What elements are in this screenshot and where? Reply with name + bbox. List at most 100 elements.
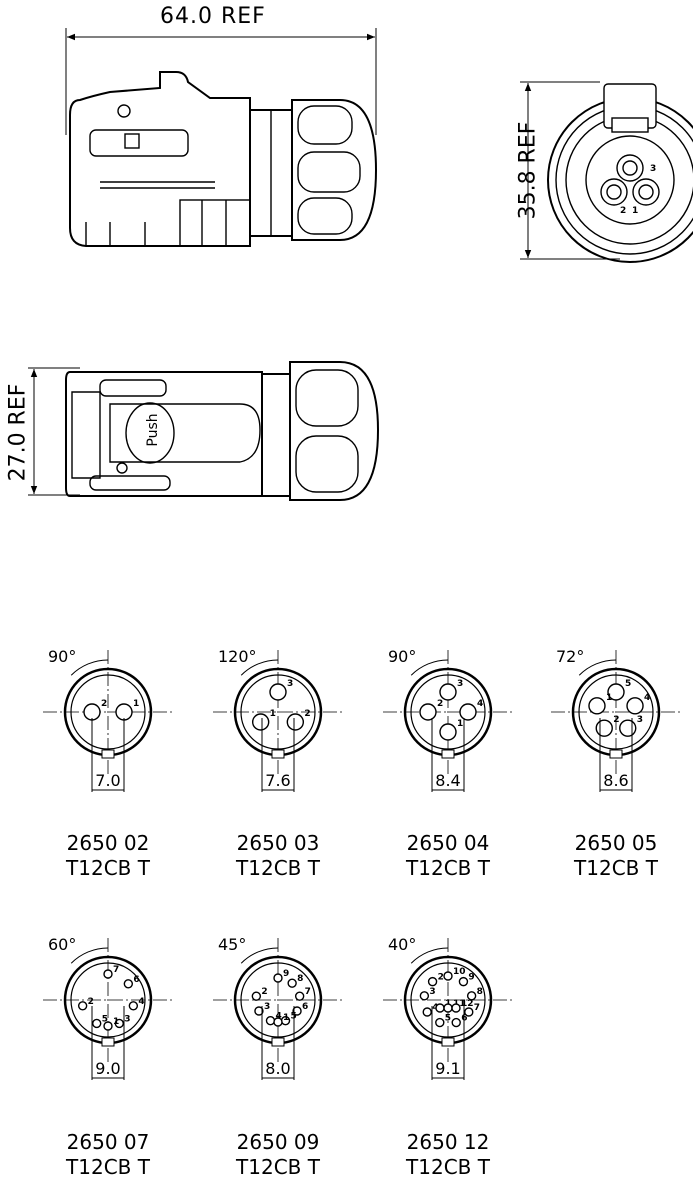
- pin-number: 1: [457, 719, 463, 729]
- pin-number: 2: [261, 987, 267, 997]
- length-dimension-label: 64.0 REF: [160, 4, 266, 29]
- pin-number: 3: [429, 987, 435, 997]
- angle-arc: [70, 947, 109, 964]
- pin-contact: [103, 969, 113, 979]
- pin-contact: [422, 1007, 432, 1017]
- pin-number: 3: [457, 679, 463, 689]
- pin-contact: [103, 1021, 113, 1031]
- top-view: [65, 28, 378, 247]
- pin-number: 3: [287, 679, 293, 689]
- part-number: 2650 12: [406, 1130, 490, 1154]
- pin-number: 2: [304, 709, 310, 719]
- pin-contact: [269, 683, 287, 701]
- angle-label: 45°: [218, 935, 246, 954]
- pitch-label: 8.4: [435, 771, 460, 790]
- pin-number: 7: [113, 965, 119, 975]
- part-code: T12CB T: [66, 1155, 150, 1179]
- part-number: 2650 04: [406, 831, 490, 855]
- part-code: T12CB T: [66, 856, 150, 880]
- angle-arc: [240, 947, 279, 964]
- angle-arc: [410, 659, 449, 676]
- end-view-pin-2: 2: [620, 206, 627, 216]
- variant-caption: 2650 03 T12CB T: [208, 831, 348, 881]
- end-view: [520, 81, 693, 263]
- pin-contact: [254, 1006, 264, 1016]
- angle-label: 90°: [388, 647, 416, 666]
- pin-contact: [443, 1003, 453, 1013]
- pin-contact: [451, 1017, 461, 1028]
- pin-number: 4: [644, 693, 650, 703]
- angle-arc: [410, 947, 449, 964]
- part-code: T12CB T: [236, 1155, 320, 1179]
- pin-number: 5: [102, 1014, 108, 1024]
- part-number: 2650 05: [574, 831, 658, 855]
- angle-label: 120°: [218, 647, 257, 666]
- connector-face: 10987654321111240°9.1: [383, 935, 513, 1080]
- pin-number: 7: [305, 987, 311, 997]
- angle-label: 60°: [48, 935, 76, 954]
- pin-contact: [464, 1007, 474, 1017]
- pin-number: 2: [613, 715, 619, 725]
- part-number: 2650 09: [236, 1130, 320, 1154]
- pin-number: 2: [438, 973, 444, 983]
- pin-contact: [251, 713, 270, 731]
- pin-contact: [595, 719, 613, 737]
- pin-number: 9: [468, 973, 474, 983]
- pin-number: 1: [133, 699, 139, 709]
- pin-contact: [458, 976, 469, 987]
- pitch-label: 7.6: [265, 771, 290, 790]
- push-label: Push: [145, 413, 161, 447]
- height-dimension-label: 27.0 REF: [5, 383, 31, 482]
- pin-number: 3: [637, 715, 643, 725]
- angle-arc: [70, 659, 109, 676]
- pin-contact: [115, 703, 133, 721]
- pin-number: 1: [606, 693, 612, 703]
- pin-contact: [77, 1001, 88, 1011]
- pin-number: 4: [477, 699, 483, 709]
- pin-contact: [419, 703, 437, 721]
- variant-caption: 2650 05 T12CB T: [546, 831, 686, 881]
- variant-caption: 2650 04 T12CB T: [378, 831, 518, 881]
- pin-contact: [435, 1017, 445, 1028]
- pin-contact: [439, 723, 457, 741]
- pin-number: 4: [275, 1012, 281, 1022]
- side-view: [28, 361, 380, 501]
- pin-contact: [292, 1006, 302, 1016]
- pin-number: 10: [453, 967, 466, 977]
- angle-arc: [578, 659, 617, 676]
- pin-contact: [435, 1003, 445, 1013]
- pin-contact: [439, 683, 457, 701]
- pin-contact: [92, 1018, 102, 1029]
- end-view-pin-3: 3: [650, 164, 657, 174]
- pin-number: 6: [302, 1002, 308, 1012]
- pin-contact: [265, 1015, 276, 1026]
- diameter-dimension-label: 35.8 REF: [515, 121, 541, 220]
- pin-number: 8: [477, 987, 483, 997]
- pin-number: 1: [270, 709, 276, 719]
- pin-contact: [451, 1003, 461, 1013]
- pin-contact: [419, 991, 430, 1001]
- pin-contact: [286, 713, 305, 731]
- connector-face: 3 2 1 120° 7.6: [213, 647, 343, 792]
- pin-number: 5: [445, 1014, 451, 1024]
- pin-number: 5: [625, 679, 631, 689]
- pin-contact: [251, 991, 262, 1001]
- variant-caption: 2650 09 T12CB T: [208, 1130, 348, 1180]
- pin-number: 3: [124, 1014, 130, 1024]
- pin-contact: [626, 697, 644, 715]
- pitch-label: 8.6: [603, 771, 628, 790]
- pin-contact: [287, 978, 297, 988]
- pin-number: 12: [461, 999, 474, 1009]
- angle-arc: [240, 659, 279, 676]
- pin-number: 9: [283, 969, 289, 979]
- pin-number: 1: [283, 1013, 289, 1023]
- pin-contact: [123, 979, 134, 989]
- part-number: 2650 07: [66, 1130, 150, 1154]
- variant-caption: 2650 02 T12CB T: [38, 831, 178, 881]
- pin-contact: [588, 697, 606, 715]
- part-code: T12CB T: [236, 856, 320, 880]
- pin-contact: [607, 683, 625, 701]
